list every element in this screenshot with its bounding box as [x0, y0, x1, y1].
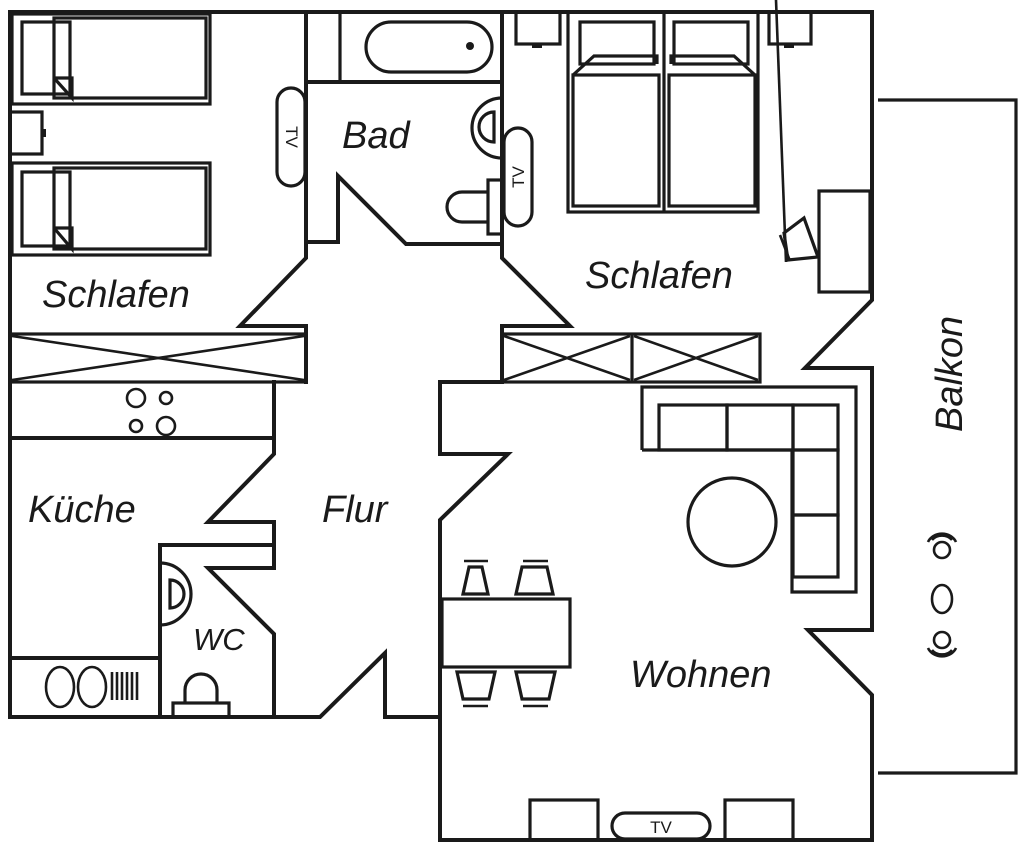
coffee-table [686, 476, 778, 568]
tv-label-left: TV [282, 126, 301, 148]
outer-wall-left [8, 10, 442, 719]
label-bad: Bad [342, 115, 411, 157]
walls [8, 10, 874, 842]
nightstand-right-1 [514, 10, 562, 48]
dining-table [440, 597, 572, 669]
stove [125, 387, 177, 437]
tv-cabinet-right [723, 798, 795, 842]
nightstand-left [8, 110, 46, 156]
balcony [878, 98, 1018, 775]
sink-wc [159, 561, 193, 627]
wall-bad-sw [304, 171, 504, 246]
wall-wc [158, 543, 276, 719]
desk-chair [774, 0, 821, 263]
toilet-bad [445, 178, 504, 236]
tv-schlafen-left: TV [275, 86, 307, 188]
bed-top [10, 12, 212, 106]
outer-wall-wohnen [438, 378, 874, 842]
label-schlafen-left: Schlafen [42, 274, 190, 316]
toilet-wc [171, 672, 231, 719]
label-wohnen: Wohnen [630, 654, 772, 696]
label-flur: Flur [322, 489, 389, 531]
wall-kueche-east [203, 380, 276, 547]
balcony-table-set [926, 532, 958, 658]
label-schlafen-right: Schlafen [585, 255, 733, 297]
label-balkon: Balkon [929, 316, 971, 432]
outer-wall-top [8, 10, 874, 382]
corner-sofa [640, 385, 858, 594]
sink-bad [470, 96, 503, 160]
room-labels: Schlafen Bad Schlafen Küche Flur WC Wohn… [28, 115, 971, 696]
dining-chairs [455, 559, 557, 708]
label-kueche: Küche [28, 489, 136, 531]
tv-cabinet-left [528, 798, 600, 842]
wohnen-left-wall [438, 380, 513, 842]
tv-schlafen-right: TV [502, 126, 534, 228]
label-wc: WC [193, 622, 245, 657]
bathtub [338, 12, 494, 82]
wall-flur-nw [235, 240, 308, 384]
double-bed [566, 10, 760, 214]
tv-label-wohnen: TV [650, 818, 672, 837]
wardrobe-left [8, 332, 308, 384]
bed-bottom [10, 161, 212, 257]
tv-wohnen: TV [610, 811, 712, 841]
tv-label-right: TV [509, 165, 528, 187]
nightstand-right-2 [767, 10, 813, 48]
sink-kueche [44, 665, 139, 709]
desk [817, 189, 872, 294]
wardrobe-right [500, 332, 762, 384]
